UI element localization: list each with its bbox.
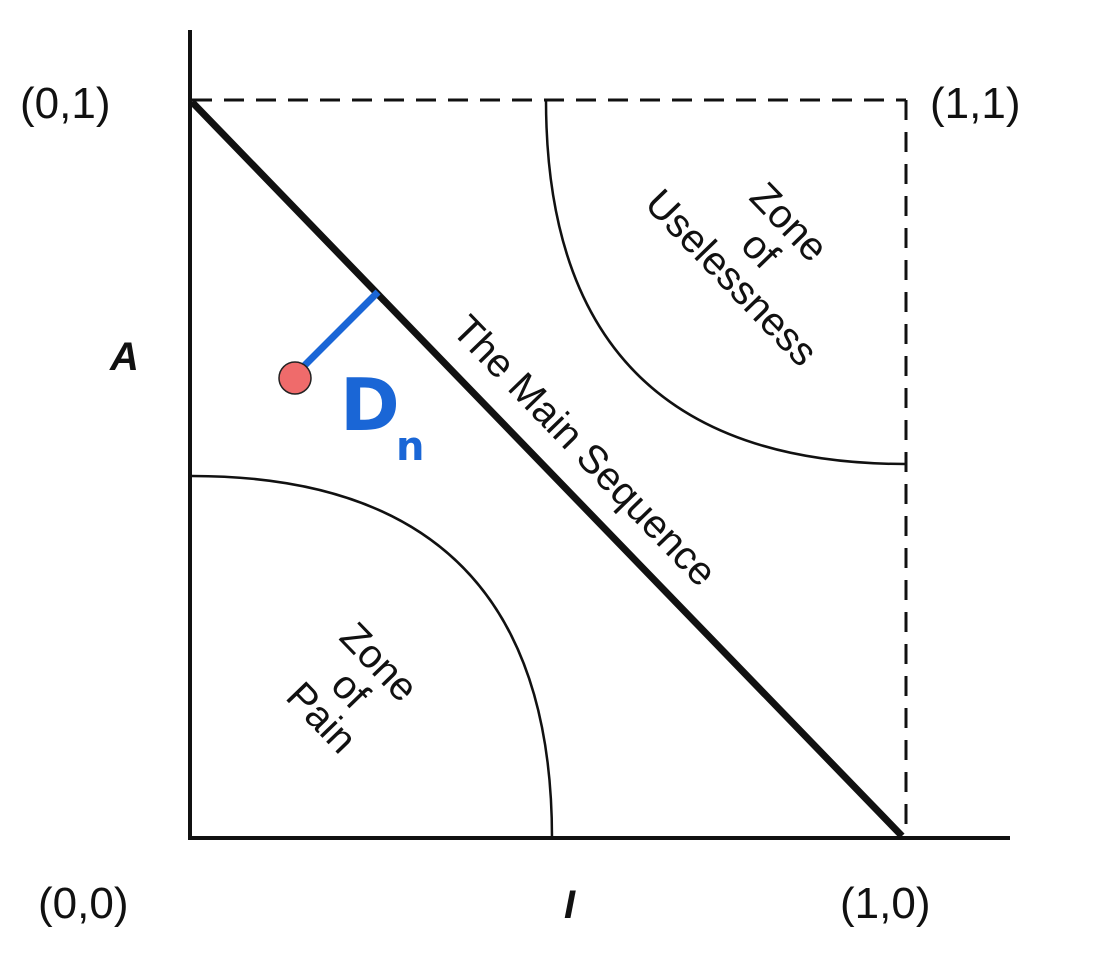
zone-of-pain-label: Zone of Pain — [278, 614, 427, 762]
component-point — [278, 361, 312, 395]
zone-of-pain-arc — [191, 474, 554, 839]
corner-label-top-right: (1,1) — [930, 79, 1020, 128]
zone-of-uselessness-arc — [544, 99, 907, 466]
main-sequence-line — [189, 99, 905, 839]
distance-line — [295, 289, 381, 375]
y-axis-label: A — [109, 335, 139, 379]
x-axis-label: I — [564, 883, 576, 927]
main-sequence-label: The Main Sequence — [444, 307, 725, 595]
corner-label-top-left: (0,1) — [20, 79, 110, 128]
corner-label-origin: (0,0) — [38, 879, 128, 928]
distance-label-subscript: n — [396, 424, 424, 470]
distance-label: D — [340, 363, 400, 447]
zone-of-uselessness-label: Zone of Uselessness — [637, 174, 837, 374]
corner-label-bottom-right: (1,0) — [840, 879, 930, 928]
